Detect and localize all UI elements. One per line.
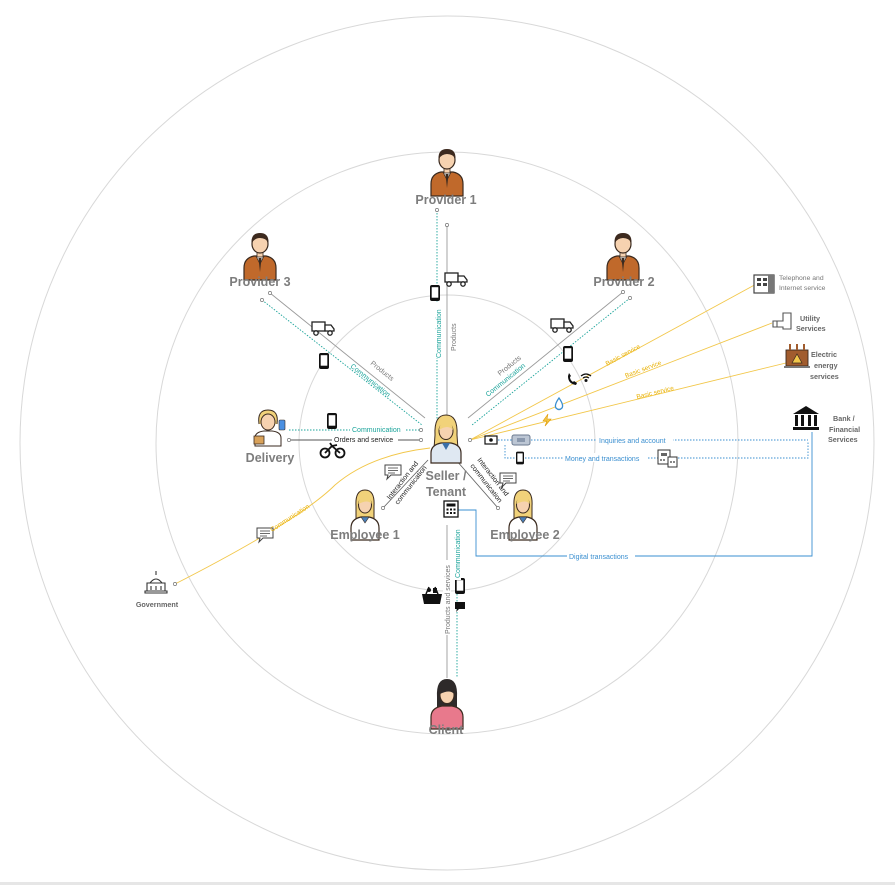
basic-service-line-3 [469,361,791,441]
p3-communication-line [261,299,423,426]
bank-label-line3: Services [828,435,858,444]
emp2-line [455,459,499,509]
electric-label-line1: Electric [811,350,837,359]
provider1-icon [430,148,464,197]
provider3-icon [243,232,277,281]
bank-label-line1: Bank / [833,414,855,423]
provider3-label: Provider 3 [229,275,290,289]
water-drop-icon [554,396,564,411]
wifi-icon [580,373,592,383]
phone-icon [319,353,329,369]
phone-icon [430,285,440,301]
shopping-basket-icon [422,586,442,604]
truck-icon [444,272,468,287]
basic-service-line-1 [469,281,761,441]
employee1-label: Employee 1 [330,528,400,542]
window-bottom-edge [0,882,895,885]
electric-label-line2: energy [814,361,838,370]
basic-service-label-1: Basic service [605,343,642,368]
connector-dots [173,208,632,586]
outer-ring [19,15,875,871]
client-icon [430,678,464,730]
p3-products-line [269,292,426,419]
p1-communication-label: Communication [436,309,443,358]
p2-communication-line [471,297,631,426]
truck-icon [311,321,335,336]
gov-communication-line [174,447,431,585]
power-station-icon [784,344,810,368]
bank-money-line [504,442,809,459]
client-label: Client [429,723,465,737]
seller-icon [430,414,462,464]
phone-icon [327,413,337,429]
government-label: Government [136,600,179,609]
employee2-label: Employee 2 [490,528,560,542]
phone-icon [455,578,465,594]
client-products-label: Products and services [445,565,452,634]
provider2-icon [606,232,640,281]
basic-service-line-2 [469,322,773,441]
bicycle-icon [319,442,346,459]
bolt-icon [542,413,552,427]
emp1-line [382,459,429,509]
delivery-label: Delivery [246,451,295,465]
building-icon [753,274,775,294]
electric-label-line3: services [810,372,839,381]
phone-call-icon [568,373,577,385]
provider2-label: Provider 2 [593,275,654,289]
delivery-orders-label: Orders and service [334,437,393,444]
bank-icon [793,406,819,430]
p1-products-label: Products [451,323,458,351]
pipe-icon [772,312,792,330]
telephone-label-line2: Internet service [779,285,826,292]
digital-transactions-label: Digital transactions [569,554,629,561]
basic-service-label-2: Basic service [624,359,663,379]
seller-label-line1: Seller / [426,469,468,483]
pos-terminal-icon [657,449,678,468]
bank-label-line2: Financial [829,425,860,434]
telephone-label-line1: Telephone and [779,275,824,282]
money-icon [484,435,498,445]
delivery-communication-label: Communication [352,427,401,434]
utility-label-line1: Utility [800,314,820,323]
client-communication-label: Communication [455,529,462,578]
provider1-label: Provider 1 [415,193,476,207]
delivery-person-icon [253,409,286,447]
p2-products-line [467,291,624,419]
bank-money-label: Money and transactions [565,456,640,463]
digital-transactions-line [457,432,813,557]
card-terminal-icon [511,434,531,446]
truck-icon [550,318,574,333]
basic-service-label-3: Basic service [636,385,675,401]
calculator-icon [443,500,459,518]
utility-label-line2: Services [796,324,826,333]
gov-communication-label: Communication [269,503,311,534]
seller-label-line2: Tenant [426,485,467,499]
bank-inquiries-label: Inquiries and account [599,438,666,445]
government-icon [144,571,168,594]
phone-icon [563,346,573,362]
chat-icon [455,602,465,612]
phone-icon [516,451,524,465]
chat-icon [384,464,402,480]
